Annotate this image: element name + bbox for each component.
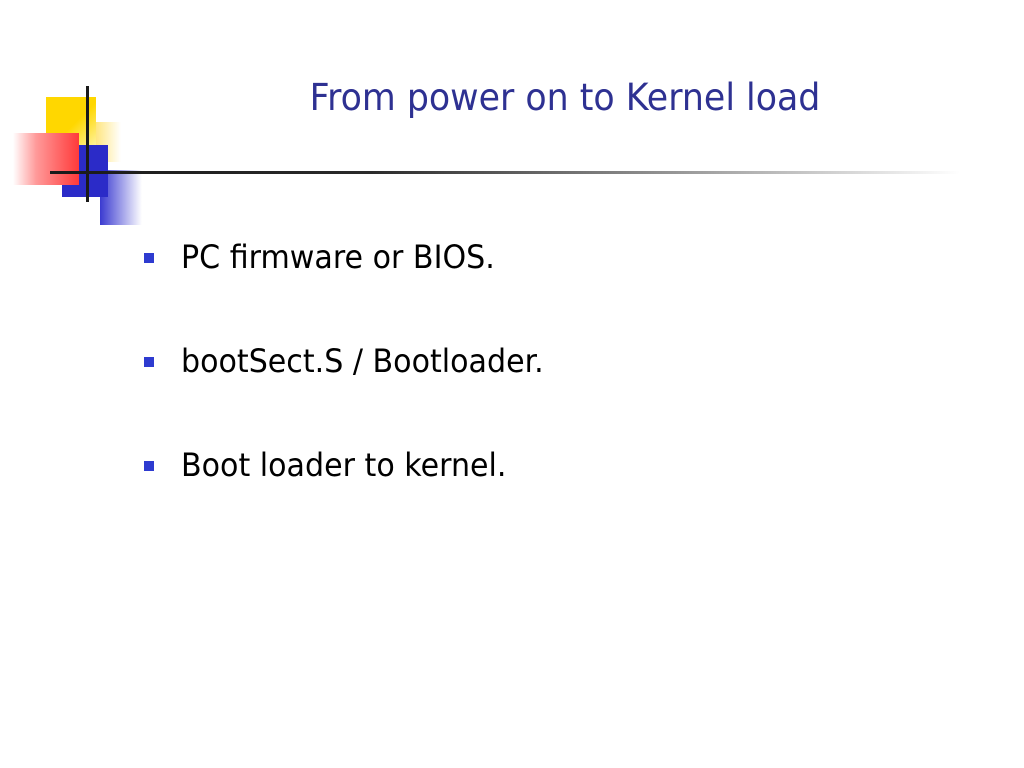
bullet-text: PC firmware or BIOS. <box>181 238 495 276</box>
decorative-squares-logo <box>0 0 142 230</box>
slide-title: From power on to Kernel load <box>309 76 821 119</box>
vertical-rule <box>86 86 89 202</box>
title-underline-rule <box>50 171 960 174</box>
bullet-text: bootSect.S / Bootloader. <box>181 342 544 380</box>
square-bullet-icon <box>144 461 154 471</box>
bullet-text: Boot loader to kernel. <box>181 446 507 484</box>
square-bullet-icon <box>144 357 154 367</box>
red-square <box>13 133 79 185</box>
square-bullet-icon <box>144 253 154 263</box>
